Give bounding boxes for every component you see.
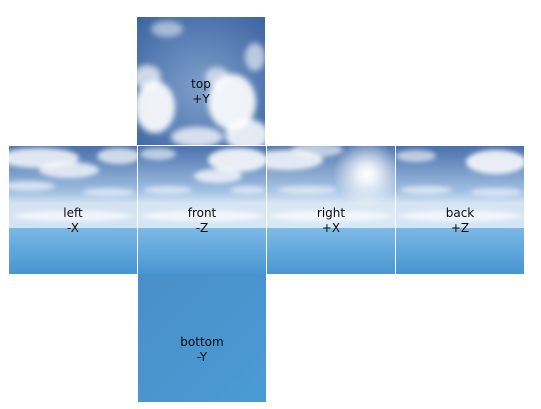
- face-label-bottom: bottom -Y: [138, 335, 266, 365]
- face-name-bottom: bottom: [180, 335, 224, 349]
- cube-face-front: front -Z: [138, 146, 266, 274]
- face-label-left: left -X: [9, 206, 137, 236]
- face-label-top: top +Y: [137, 77, 265, 107]
- face-axis-back: +Z: [450, 221, 470, 235]
- face-label-front: front -Z: [138, 206, 266, 236]
- face-name-front: front: [187, 206, 217, 220]
- face-label-back: back +Z: [396, 206, 524, 236]
- face-axis-top: +Y: [192, 92, 210, 106]
- face-axis-front: -Z: [195, 221, 209, 235]
- cube-face-top: top +Y: [137, 17, 265, 145]
- sky-zenith-image: [137, 17, 265, 145]
- seam-divider: [395, 146, 396, 274]
- seam-divider: [266, 146, 267, 274]
- cube-face-right: right +X: [267, 146, 395, 274]
- cube-face-left: left -X: [9, 146, 137, 274]
- ocean-nadir-image: [138, 274, 266, 402]
- face-label-right: right +X: [267, 206, 395, 236]
- face-name-right: right: [316, 206, 346, 220]
- face-axis-bottom: -Y: [196, 350, 208, 364]
- horizon-image-back: [396, 146, 524, 274]
- face-name-top: top: [191, 77, 211, 91]
- horizon-image-front: [138, 146, 266, 274]
- face-axis-right: +X: [321, 221, 341, 235]
- seam-divider: [138, 145, 266, 146]
- cube-face-back: back +Z: [396, 146, 524, 274]
- face-name-back: back: [445, 206, 475, 220]
- horizon-image-right-with-sun: [267, 146, 395, 274]
- face-axis-left: -X: [67, 221, 79, 235]
- seam-divider: [137, 146, 138, 274]
- horizon-image-left: [9, 146, 137, 274]
- face-name-left: left: [63, 206, 83, 220]
- cube-face-bottom: bottom -Y: [138, 274, 266, 402]
- sun-glow: [333, 146, 395, 208]
